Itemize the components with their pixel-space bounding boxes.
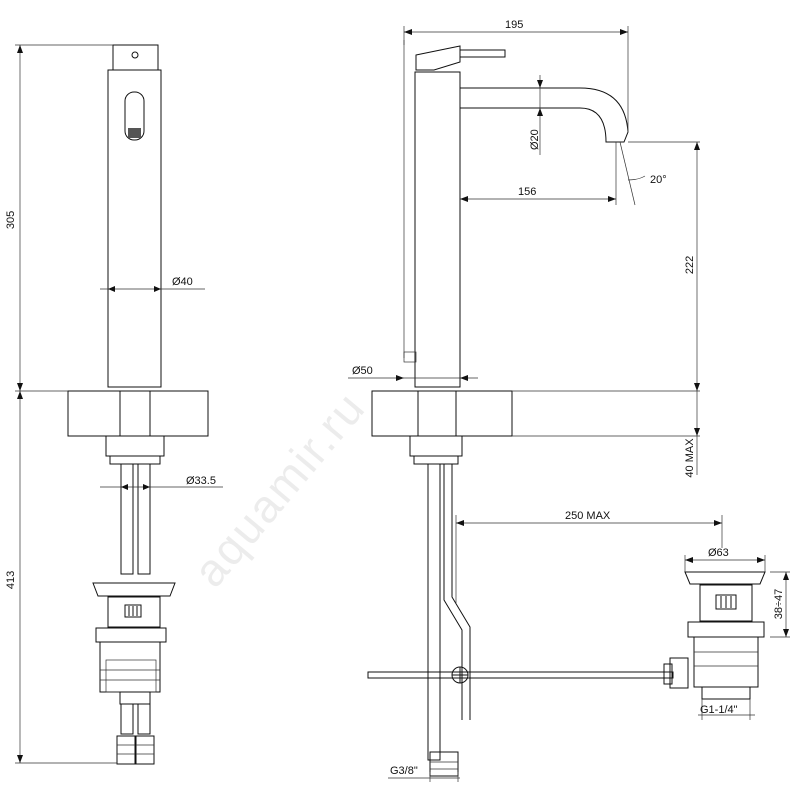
front-mounting-nut [105,435,165,457]
side-waste-lever [367,671,674,679]
side-waste-height-label: 38÷47 [773,589,785,620]
front-waste-cap [92,582,176,597]
front-knurled-body [107,69,162,388]
front-handle-slot [124,91,145,141]
side-deck-section [371,390,513,437]
side-spout-reach-label: 156 [518,186,536,198]
front-view: 305 413 Ø40 Ø33.5 [5,44,223,765]
side-connector [429,751,459,777]
front-connector-right [135,735,155,765]
side-base-diameter-label: Ø50 [352,365,373,377]
side-width-label: 195 [505,19,523,31]
front-shank-diameter-label: Ø33.5 [186,475,216,487]
side-waste-reach-label: 250 MAX [565,510,611,522]
side-pull-rod [443,464,471,720]
front-connector-left [116,735,136,765]
side-waste-thread-label: G1-1/4" [700,704,738,716]
side-waste-assembly [663,571,766,700]
watermark: aquamir.ru [183,381,375,596]
front-hose-left [120,463,134,575]
side-spout [459,87,629,143]
side-spout-diameter-label: Ø20 [529,129,541,150]
side-handle-lever [415,45,461,71]
side-spout-angle-label: 20° [650,174,667,186]
side-mounting-nut [409,435,463,457]
side-hose [427,464,441,760]
side-view: 195 Ø20 156 20° 222 40 MAX Ø50 250 MAX [348,19,790,782]
side-spout-height-label: 222 [684,256,696,274]
side-connector-thread-label: G3/8" [390,765,418,777]
side-deck-thickness-label: 40 MAX [684,438,696,478]
front-lower-height-label: 413 [5,571,17,589]
front-deck-section [67,390,209,437]
side-waste-cap-diameter-label: Ø63 [708,547,729,559]
side-knurled-body [414,71,461,388]
front-hose-right [137,463,151,575]
front-height-label: 305 [5,211,17,229]
front-body-diameter-label: Ø40 [172,276,193,288]
